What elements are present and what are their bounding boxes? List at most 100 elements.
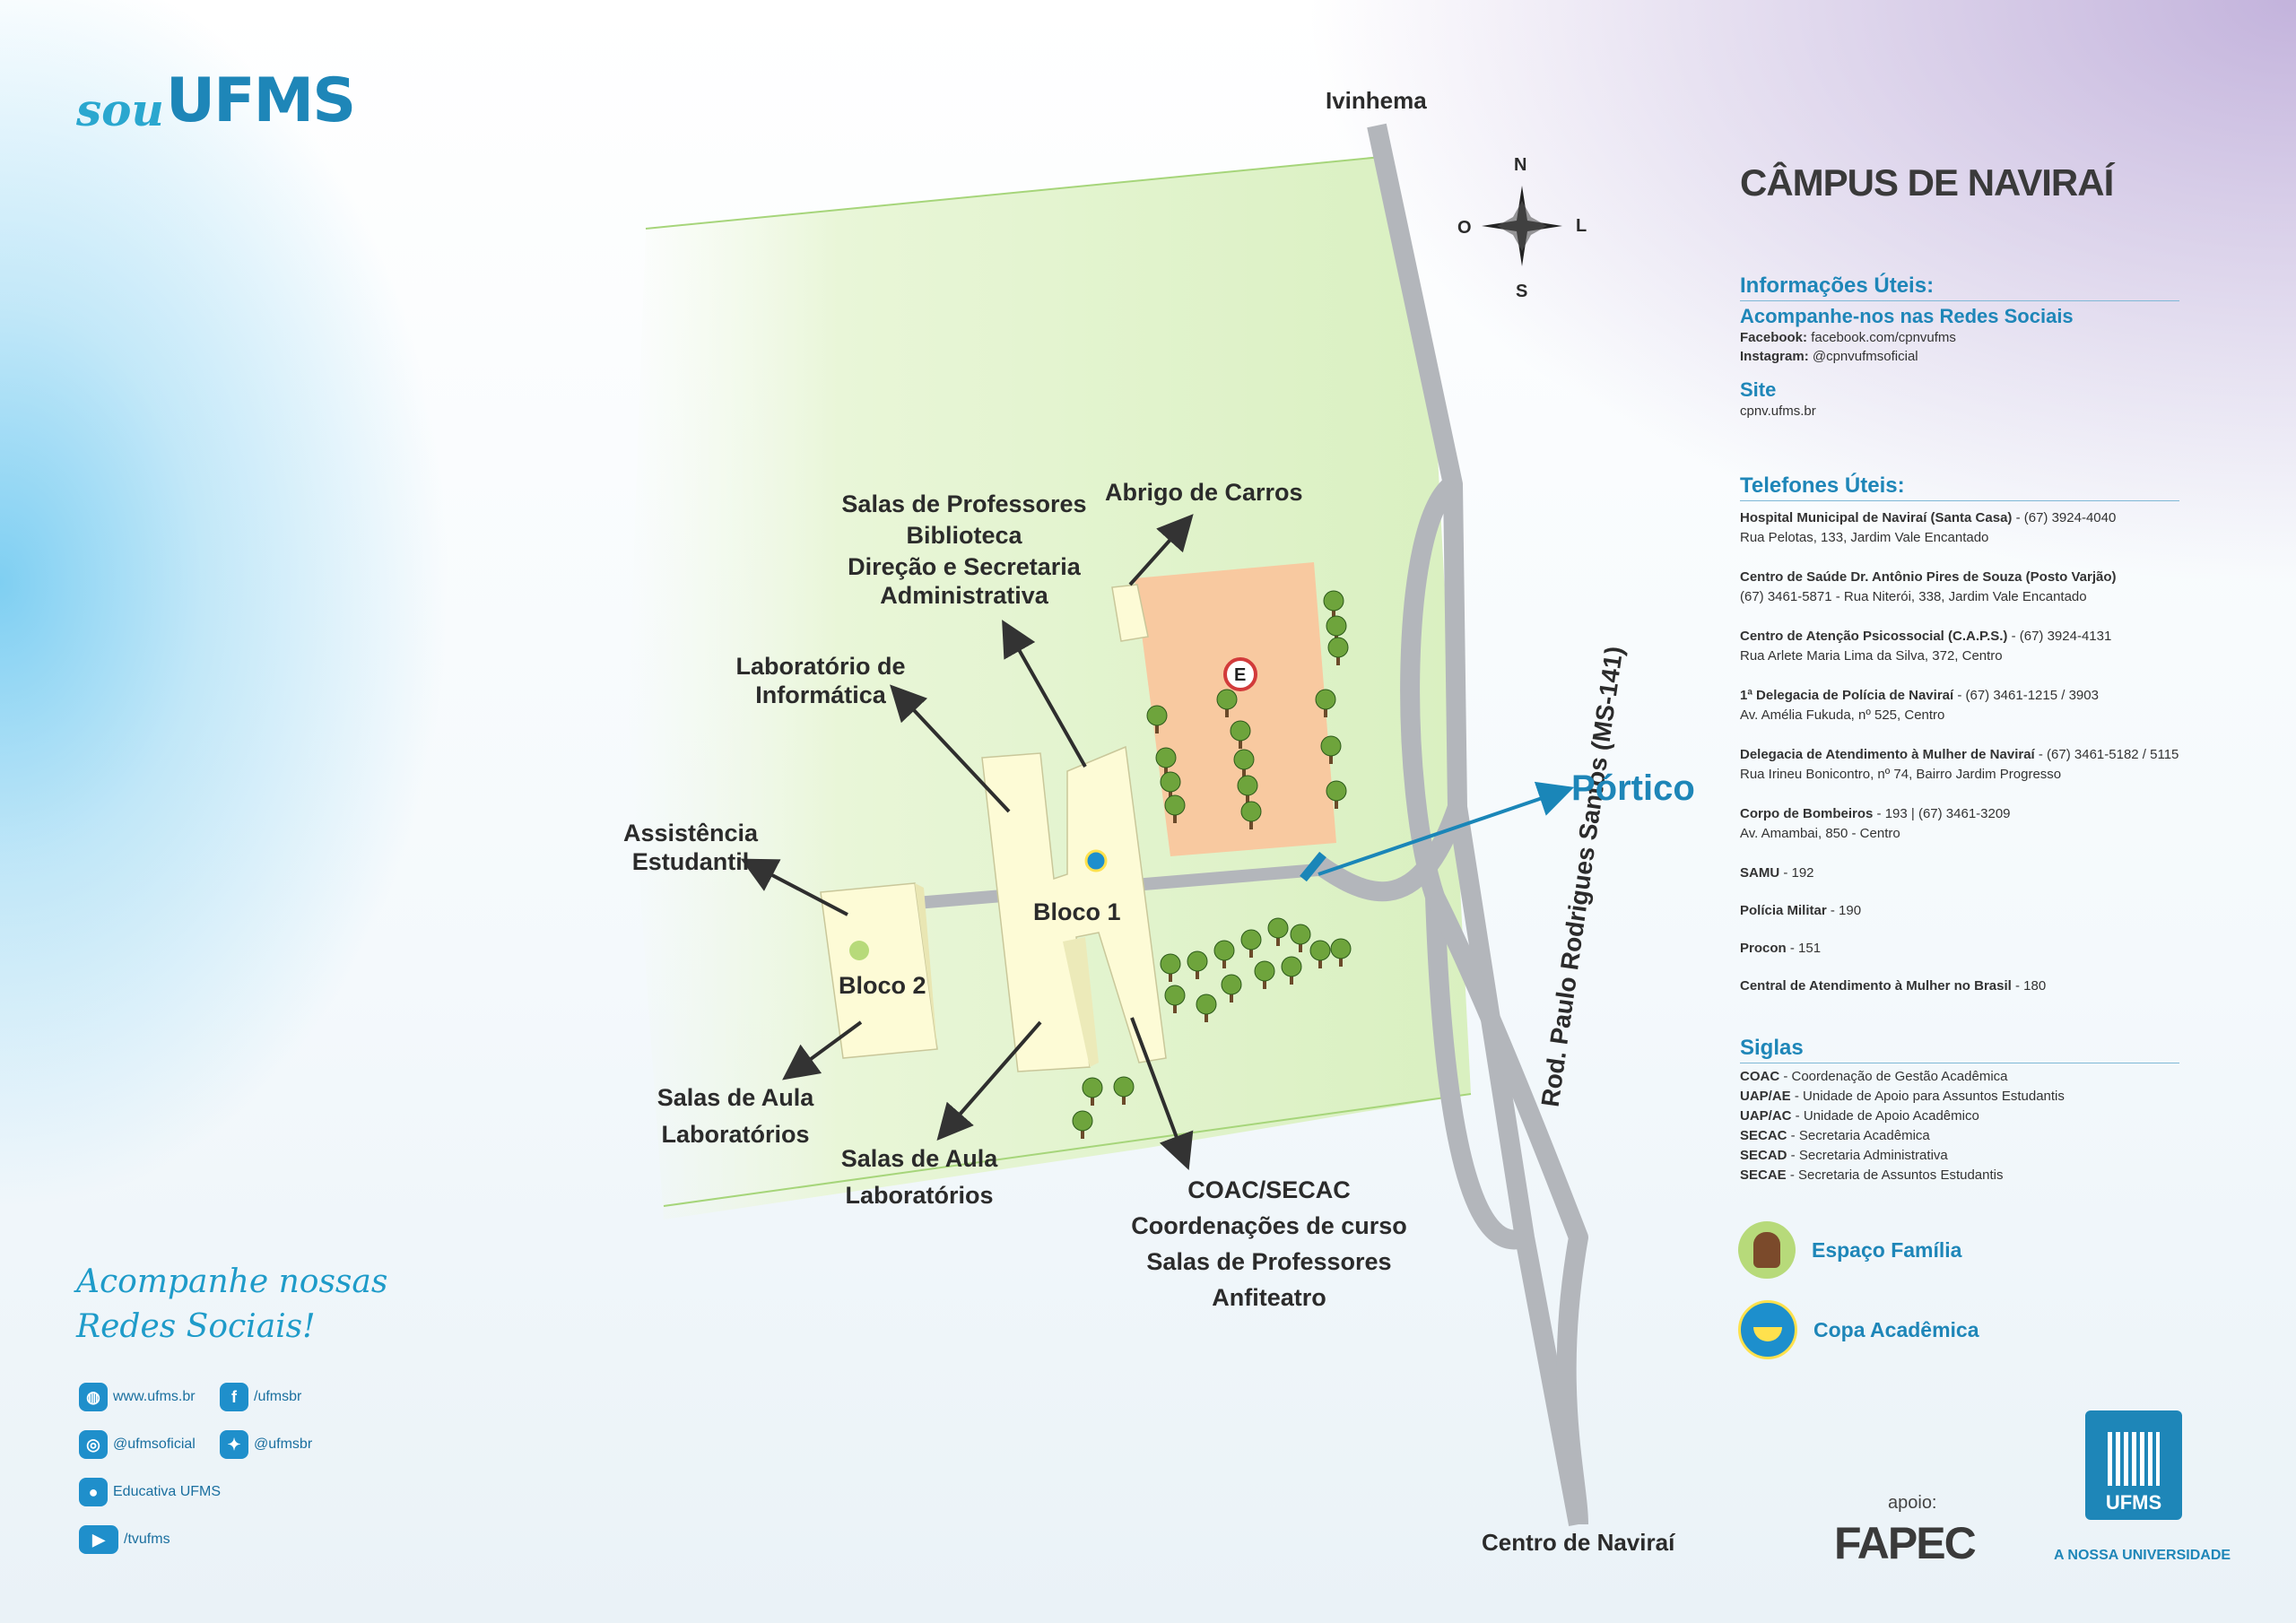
assistencia-label: Assistência Estudantil: [614, 818, 767, 878]
tree-icon: [1240, 801, 1262, 829]
tree-icon: [1082, 1077, 1103, 1106]
salas-bloco1-line-2: Laboratórios: [845, 1182, 994, 1209]
site-link[interactable]: cpnv.ufms.br: [1740, 404, 1816, 419]
campus-boundary-top: [645, 156, 1382, 230]
parking-sign: [1223, 657, 1257, 691]
instagram-link[interactable]: @cpnvufmsoficial: [1812, 349, 1918, 364]
sigla-entry: SECAC - Secretaria Acadêmica: [1740, 1128, 1930, 1143]
tree-icon: [1309, 940, 1331, 968]
instagram-icon: ◎: [79, 1430, 108, 1459]
professores-label: Salas de Professores Biblioteca Direção …: [825, 489, 1103, 612]
social-site[interactable]: ◍www.ufms.br: [79, 1383, 196, 1411]
familia-icon-map: [849, 941, 869, 960]
professores-line-3: Direção e Secretaria: [848, 553, 1081, 580]
ufms-logo-text: UFMS: [2105, 1491, 2162, 1514]
coac-label: COAC/SECAC Coordenações de curso Salas d…: [1126, 1175, 1413, 1314]
phones-heading: Telefones Úteis:: [1740, 473, 2179, 501]
logo-script: sou: [76, 83, 164, 136]
phone-entry: Polícia Militar - 190: [1740, 903, 1862, 918]
highway: [1308, 123, 1588, 1527]
phone-entry: Corpo de Bombeiros - 193 | (67) 3461-320…: [1740, 806, 2011, 841]
legend-familia: Espaço Família: [1738, 1221, 1961, 1279]
social-twitter[interactable]: ✦@ufmsbr: [220, 1430, 312, 1459]
tree-icon: [1160, 771, 1181, 800]
trees: [1072, 590, 1352, 1139]
lab-info-label: Laboratório de Informática: [718, 651, 924, 711]
phones-list: Hospital Municipal de Naviraí (Santa Cas…: [1740, 508, 2179, 996]
instagram-row: Instagram: @cpnvufmsoficial: [1740, 349, 1918, 364]
parking-area: [1135, 562, 1336, 856]
phone-entry: 1ª Delegacia de Polícia de Naviraí - (67…: [1740, 688, 2099, 723]
follow-line-2: Redes Sociais!: [76, 1308, 316, 1345]
arrows: [740, 514, 1194, 1170]
social-facebook[interactable]: f/ufmsbr: [220, 1383, 301, 1411]
ufms-logo: UFMS: [2085, 1410, 2182, 1520]
compass-n: N: [1514, 155, 1527, 175]
follow-line-1: Acompanhe nossas: [76, 1263, 388, 1300]
tree-icon: [1146, 705, 1168, 733]
professores-line-1: Salas de Professores: [841, 490, 1087, 517]
info-panel: Informações Úteis: Acompanhe-nos nas Red…: [1740, 273, 2179, 421]
ufms-logo-building: [2108, 1432, 2160, 1486]
tree-icon: [1254, 960, 1275, 989]
tree-icon: [1196, 994, 1217, 1022]
tree-icon: [1187, 950, 1208, 979]
tree-icon: [1113, 1076, 1135, 1105]
phone-entry: SAMU - 192: [1740, 865, 1814, 881]
tree-icon: [1164, 985, 1186, 1013]
tree-icon: [1230, 720, 1251, 749]
facebook-link[interactable]: facebook.com/cpnvufms: [1811, 330, 1956, 345]
follow-text: Acompanhe nossas Redes Sociais!: [76, 1260, 387, 1350]
sigla-entry: SECAD - Secretaria Administrativa: [1740, 1148, 1948, 1163]
coac-line-3: Salas de Professores: [1146, 1248, 1392, 1275]
familia-icon: [1738, 1221, 1796, 1279]
bloco1-label: Bloco 1: [1033, 898, 1121, 925]
salas-bloco1-line-1: Salas de Aula: [840, 1145, 998, 1172]
siglas-panel: Siglas COAC - Coordenação de Gestão Acad…: [1740, 1036, 2179, 1185]
abrigo-label: Abrigo de Carros: [1105, 479, 1303, 506]
globe-icon: ◍: [79, 1383, 108, 1411]
coac-line-2: Coordenações de curso: [1131, 1212, 1407, 1239]
tree-icon: [1267, 917, 1289, 946]
compass-l: L: [1576, 216, 1587, 236]
siglas-heading: Siglas: [1740, 1036, 2179, 1063]
tree-icon: [1155, 747, 1177, 776]
apoio-label: apoio:: [1888, 1493, 1937, 1513]
phone-entry: Central de Atendimento à Mulher no Brasi…: [1740, 978, 2047, 994]
phone-entry: Delegacia de Atendimento à Mulher de Nav…: [1740, 747, 2179, 782]
tree-icon: [1330, 938, 1352, 967]
copa-icon: [1738, 1300, 1797, 1359]
fapec-logo: FAPEC: [1834, 1518, 1977, 1568]
portico-arrow: [1318, 781, 1575, 876]
sou-ufms-logo: sou UFMS: [76, 65, 356, 136]
tree-icon: [1216, 689, 1238, 717]
salas-bloco1-label: Salas de Aula Laboratórios: [825, 1143, 1013, 1211]
tree-icon: [1320, 735, 1342, 764]
car-shelter: [1111, 584, 1149, 642]
social-instagram[interactable]: ◎@ufmsoficial: [79, 1430, 196, 1459]
salas-bloco2-line-1: Salas de Aula: [657, 1084, 814, 1111]
compass-rose-icon: [1482, 186, 1562, 266]
portico-label: Pórtico: [1571, 768, 1695, 808]
bloco-2-building: [820, 882, 938, 1059]
tree-icon: [1213, 940, 1235, 968]
educativa-icon: ●: [79, 1478, 108, 1506]
social-educativa[interactable]: ●Educativa UFMS: [79, 1478, 221, 1506]
logo-main: UFMS: [165, 65, 356, 136]
salas-bloco2-line-2: Laboratórios: [661, 1121, 810, 1148]
assistencia-line-1: Assistência: [622, 820, 759, 846]
copa-icon-map: [1084, 849, 1108, 872]
tree-icon: [1323, 590, 1344, 619]
social-title: Acompanhe-nos nas Redes Sociais: [1740, 305, 2074, 327]
youtube-icon: ▶: [79, 1525, 118, 1554]
sigla-entry: UAP/AC - Unidade de Apoio Acadêmico: [1740, 1108, 1979, 1124]
phones-panel: Telefones Úteis: Hospital Municipal de N…: [1740, 473, 2179, 1014]
facebook-row: Facebook: facebook.com/cpnvufms: [1740, 330, 1956, 345]
phone-entry: Procon - 151: [1740, 941, 1822, 956]
compass-o: O: [1457, 218, 1472, 238]
professores-line-4: Administrativa: [880, 582, 1048, 609]
lab-info-line-1: Laboratório de: [735, 653, 906, 680]
sigla-entry: SECAE - Secretaria de Assuntos Estudanti…: [1740, 1167, 2004, 1183]
copa-label: Copa Acadêmica: [1813, 1317, 1979, 1341]
social-youtube[interactable]: ▶/tvufms: [79, 1525, 170, 1554]
